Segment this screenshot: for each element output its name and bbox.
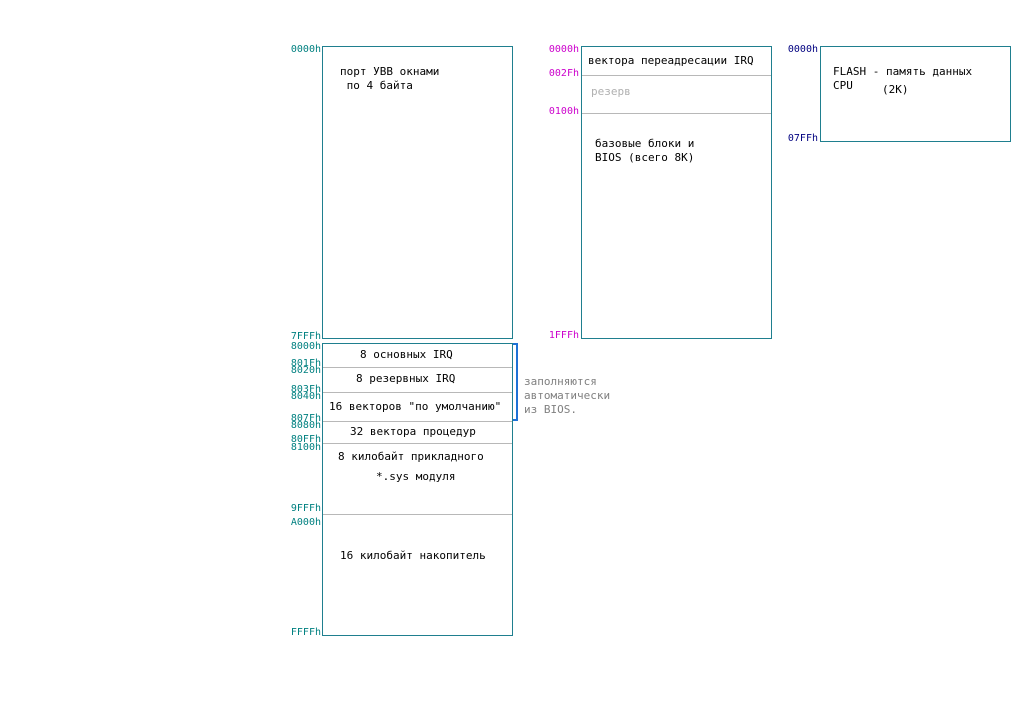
bracket-cap-bottom	[513, 419, 517, 421]
separator	[323, 367, 512, 368]
flash-label-line2: CPU	[833, 79, 853, 92]
bios-fill-bracket	[516, 343, 518, 421]
io-ports-label-line1: порт УВВ окнами	[340, 65, 440, 78]
bios-note-line2: автоматически	[524, 389, 611, 402]
addr-7fffh: 7FFFh	[290, 331, 321, 342]
separator	[323, 421, 512, 422]
bios-blocks-line1: базовые блоки и	[595, 137, 695, 150]
addr-0000h: 0000h	[290, 44, 321, 55]
memory-block-io-ports	[322, 46, 513, 339]
addr-8080h: 8080h	[290, 420, 321, 431]
addr-9fffh: 9FFFh	[290, 503, 321, 514]
separator	[582, 75, 771, 76]
app-module-line1: 8 килобайт прикладного	[338, 450, 484, 463]
bios-blocks-line2: BIOS (всего 8К)	[595, 151, 695, 164]
addr-1fffh: 1FFFh	[548, 330, 579, 341]
separator	[323, 443, 512, 444]
reserve-label: резерв	[591, 85, 631, 98]
flash-label-line1: FLASH - память данных	[833, 65, 973, 78]
row-procedure-vectors: 32 вектора процедур	[350, 425, 476, 438]
addr-803fh: 803Fh	[290, 384, 321, 395]
memory-block-bios	[581, 46, 772, 339]
row-default-vectors: 16 векторов "по умолчанию"	[329, 400, 502, 413]
addr-002fh: 002Fh	[548, 68, 579, 79]
row-reserve-irq: 8 резервных IRQ	[356, 372, 456, 385]
row-main-irq: 8 основных IRQ	[360, 348, 453, 361]
addr-07ffh: 07FFh	[787, 133, 818, 144]
io-ports-label-line2: по 4 байта	[340, 79, 413, 92]
app-module-line2: *.sys модуля	[376, 470, 456, 483]
addr-a000h: A000h	[290, 517, 321, 528]
memory-block-vectors-and-app	[322, 343, 513, 636]
addr-8040h: 8040h	[290, 391, 321, 402]
addr-8000h: 8000h	[290, 341, 321, 352]
bracket-cap-top	[513, 343, 517, 345]
separator	[323, 514, 512, 515]
flash-label-line3: (2K)	[882, 83, 909, 96]
addr-8100h: 8100h	[290, 442, 321, 453]
addr-807fh: 807Fh	[290, 413, 321, 424]
addr-801fh: 801Fh	[290, 358, 321, 369]
storage-label: 16 килобайт накопитель	[340, 549, 486, 562]
addr-0100h: 0100h	[548, 106, 579, 117]
separator	[582, 113, 771, 114]
irq-redirect-vectors: вектора переадресации IRQ	[588, 54, 754, 67]
addr-ffffh: FFFFh	[290, 627, 321, 638]
bios-note-line1: заполняются	[524, 375, 597, 388]
bios-note-line3: из BIOS.	[524, 403, 577, 416]
addr-0000h: 0000h	[548, 44, 579, 55]
memory-block-flash	[820, 46, 1011, 142]
separator	[323, 392, 512, 393]
addr-0000h: 0000h	[787, 44, 818, 55]
addr-8020h: 8020h	[290, 365, 321, 376]
addr-80ffh: 80FFh	[290, 434, 321, 445]
